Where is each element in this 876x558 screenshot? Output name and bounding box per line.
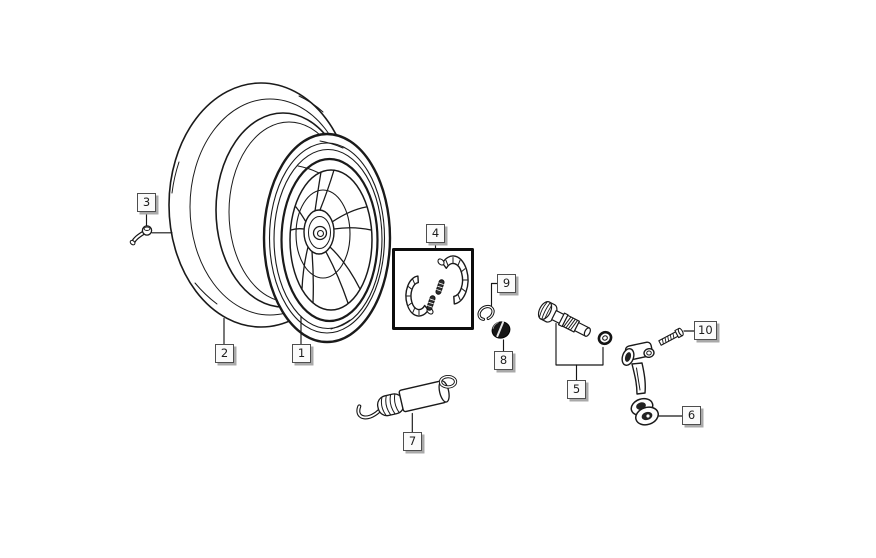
brake-shoes-box — [392, 248, 474, 330]
callout-2[interactable]: 2 — [215, 344, 234, 363]
circlip-drawing — [477, 304, 495, 321]
callout-10[interactable]: 10 — [694, 321, 717, 340]
brake-shoe-right — [437, 255, 469, 305]
wheel-spokes — [290, 169, 372, 304]
brake-cam-drawing — [537, 301, 613, 346]
wheel-hub — [303, 209, 335, 255]
callout-8[interactable]: 8 — [494, 351, 513, 370]
leader-lines — [145, 211, 695, 433]
cam-washer — [597, 330, 613, 346]
callout-9[interactable]: 9 — [497, 274, 516, 293]
callout-1[interactable]: 1 — [292, 344, 311, 363]
wheel-rim-drawing — [262, 132, 392, 344]
leader-line-9 — [490, 282, 498, 307]
callout-3[interactable]: 3 — [137, 193, 156, 212]
brake-shoe-springs — [426, 279, 445, 311]
callout-7[interactable]: 7 — [403, 432, 422, 451]
spring-drawing — [356, 375, 458, 420]
callout-5[interactable]: 5 — [567, 380, 586, 399]
callout-6[interactable]: 6 — [682, 406, 701, 425]
leader-line-5 — [555, 322, 604, 366]
bolt-drawing — [658, 327, 684, 346]
tire-valve-drawing — [129, 225, 153, 246]
callout-4[interactable]: 4 — [426, 224, 445, 243]
nut-drawing — [491, 321, 511, 339]
brake-arm-drawing — [621, 341, 659, 426]
